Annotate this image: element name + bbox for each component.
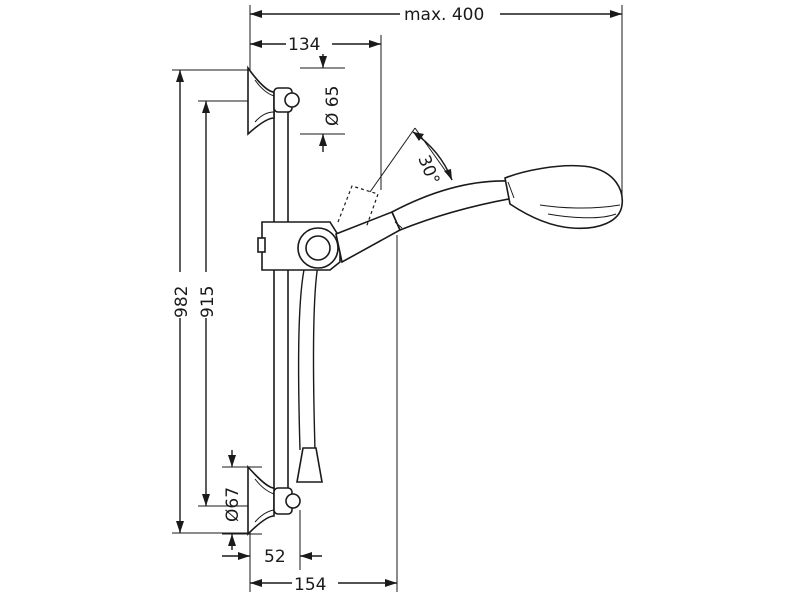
shower-set	[247, 65, 624, 536]
label-154: 154	[294, 575, 326, 595]
label-max-400: max. 400	[404, 5, 484, 25]
label-52: 52	[264, 547, 286, 567]
label-982: 982	[172, 286, 192, 318]
label-134: 134	[288, 35, 320, 55]
hose-connector	[296, 447, 323, 483]
label-diameter-67: Ø67	[223, 487, 243, 522]
label-915: 915	[198, 286, 218, 318]
slider-holder	[257, 185, 402, 271]
label-diameter-65: Ø 65	[323, 86, 343, 126]
wall-bracket-bottom	[247, 464, 301, 536]
shower-hose	[297, 264, 306, 451]
dimension-labels: max. 400 134 Ø 65 30° 982 915 Ø67 52 154	[170, 4, 500, 595]
slide-rail	[273, 102, 289, 504]
wall-bracket-top	[247, 65, 300, 136]
hand-shower	[390, 164, 624, 232]
extension-lines	[172, 5, 623, 592]
label-30-degrees: 30°	[413, 152, 443, 187]
